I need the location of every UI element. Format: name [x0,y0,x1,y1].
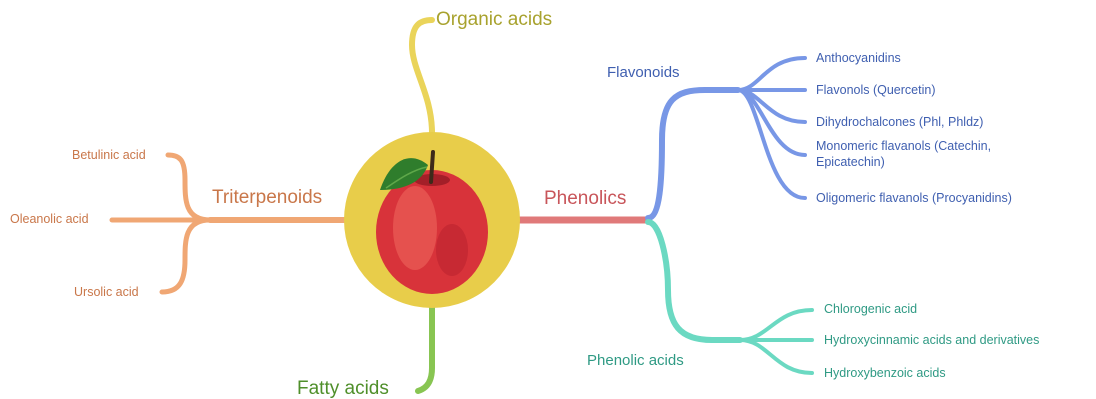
betulinic-acid-label: Betulinic acid [72,148,146,162]
phenolics-label: Phenolics [544,188,626,210]
chlorogenic-acid-label: Chlorogenic acid [824,302,917,316]
oleanolic-acid-label: Oleanolic acid [10,212,89,226]
monomeric-flavanols-label-cont: Epicatechin) [816,155,885,169]
triterpenoids-label: Triterpenoids [212,187,322,209]
ursolic-acid-label: Ursolic acid [74,285,139,299]
oligomeric-flavanols-label: Oligomeric flavanols (Procyanidins) [816,191,1012,205]
organic-acids-connector [412,20,432,133]
dihydrochalcones-label: Dihydrochalcones (Phl, Phldz) [816,115,983,129]
flavonoids-label: Flavonoids [607,64,680,81]
triterpenoids-connectors [112,155,345,292]
fatty-acids-connector [418,306,432,391]
monomeric-flavanols-label: Monomeric flavanols (Catechin, [816,139,991,153]
phenolic-acids-label: Phenolic acids [587,352,684,369]
flavonoids-connectors [648,58,805,218]
flavonols-label: Flavonols (Quercetin) [816,83,936,97]
hydroxybenzoic-acids-label: Hydroxybenzoic acids [824,366,946,380]
anthocyanidins-label: Anthocyanidins [816,51,901,65]
organic-acids-label: Organic acids [436,9,552,31]
phenolic-acids-connectors [648,222,812,373]
hydroxycinnamic-acids-label: Hydroxycinnamic acids and derivatives [824,333,1039,347]
fatty-acids-label: Fatty acids [297,378,389,399]
